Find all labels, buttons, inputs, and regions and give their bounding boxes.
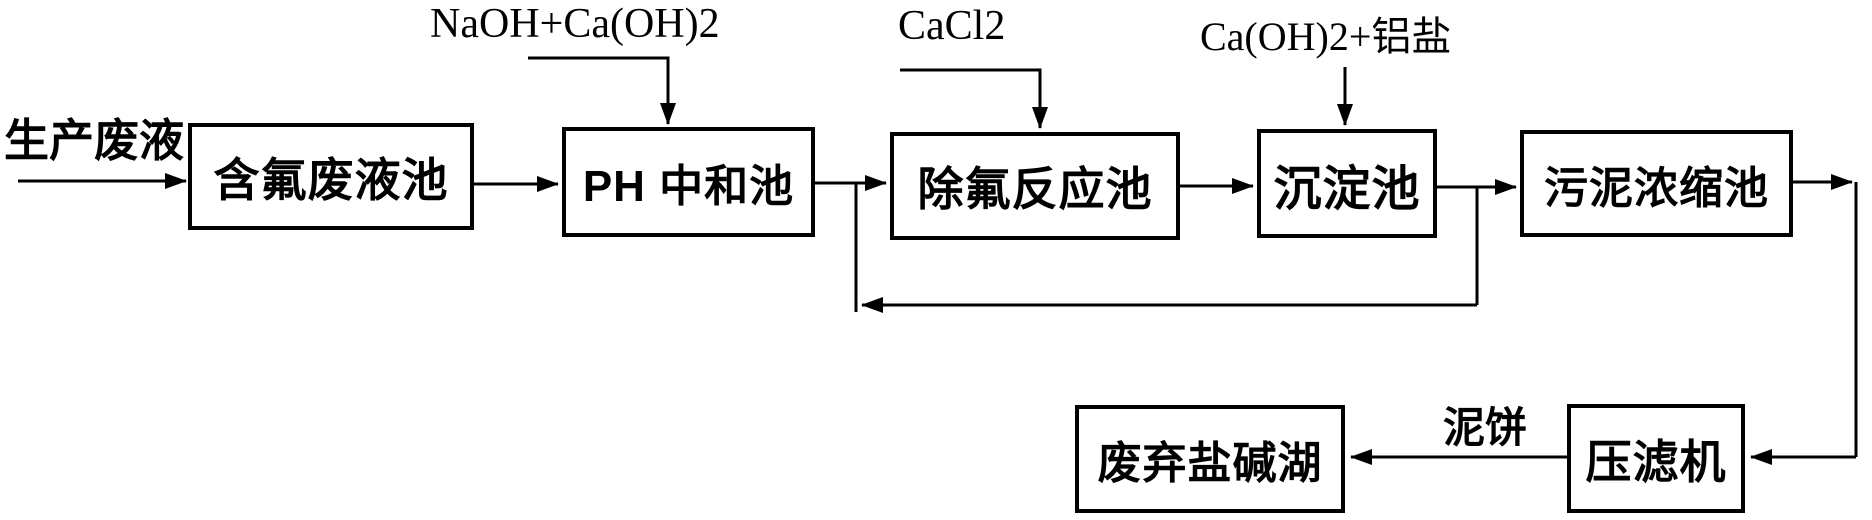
node-filter-press: 压滤机	[1567, 404, 1745, 513]
arrow-cacl2-dosing	[900, 68, 1048, 129]
node-fluoride-waste-pool: 含氟废液池	[188, 123, 474, 230]
node-ph-neutralization-pool: PH 中和池	[562, 127, 815, 237]
reagent-label-cacl2: CaCl2	[898, 3, 1006, 49]
feed-label: 生产废液	[4, 115, 185, 166]
node-defluoridation-reaction-pool: 除氟反应池	[890, 132, 1180, 240]
reagent-label-naoh-caoh2: NaOH+Ca(OH)2	[430, 1, 720, 47]
node-sedimentation-pool: 沉淀池	[1257, 129, 1437, 238]
arrow-naoh-dosing	[528, 56, 676, 125]
node-sludge-thickening-pool: 污泥浓缩池	[1520, 130, 1793, 237]
node-abandoned-salt-alkali-lake: 废弃盐碱湖	[1075, 405, 1345, 513]
mud-cake-label: 泥饼	[1442, 404, 1527, 451]
reagent-label-caoh2-aluminum-salt: Ca(OH)2+铝盐	[1200, 14, 1452, 59]
